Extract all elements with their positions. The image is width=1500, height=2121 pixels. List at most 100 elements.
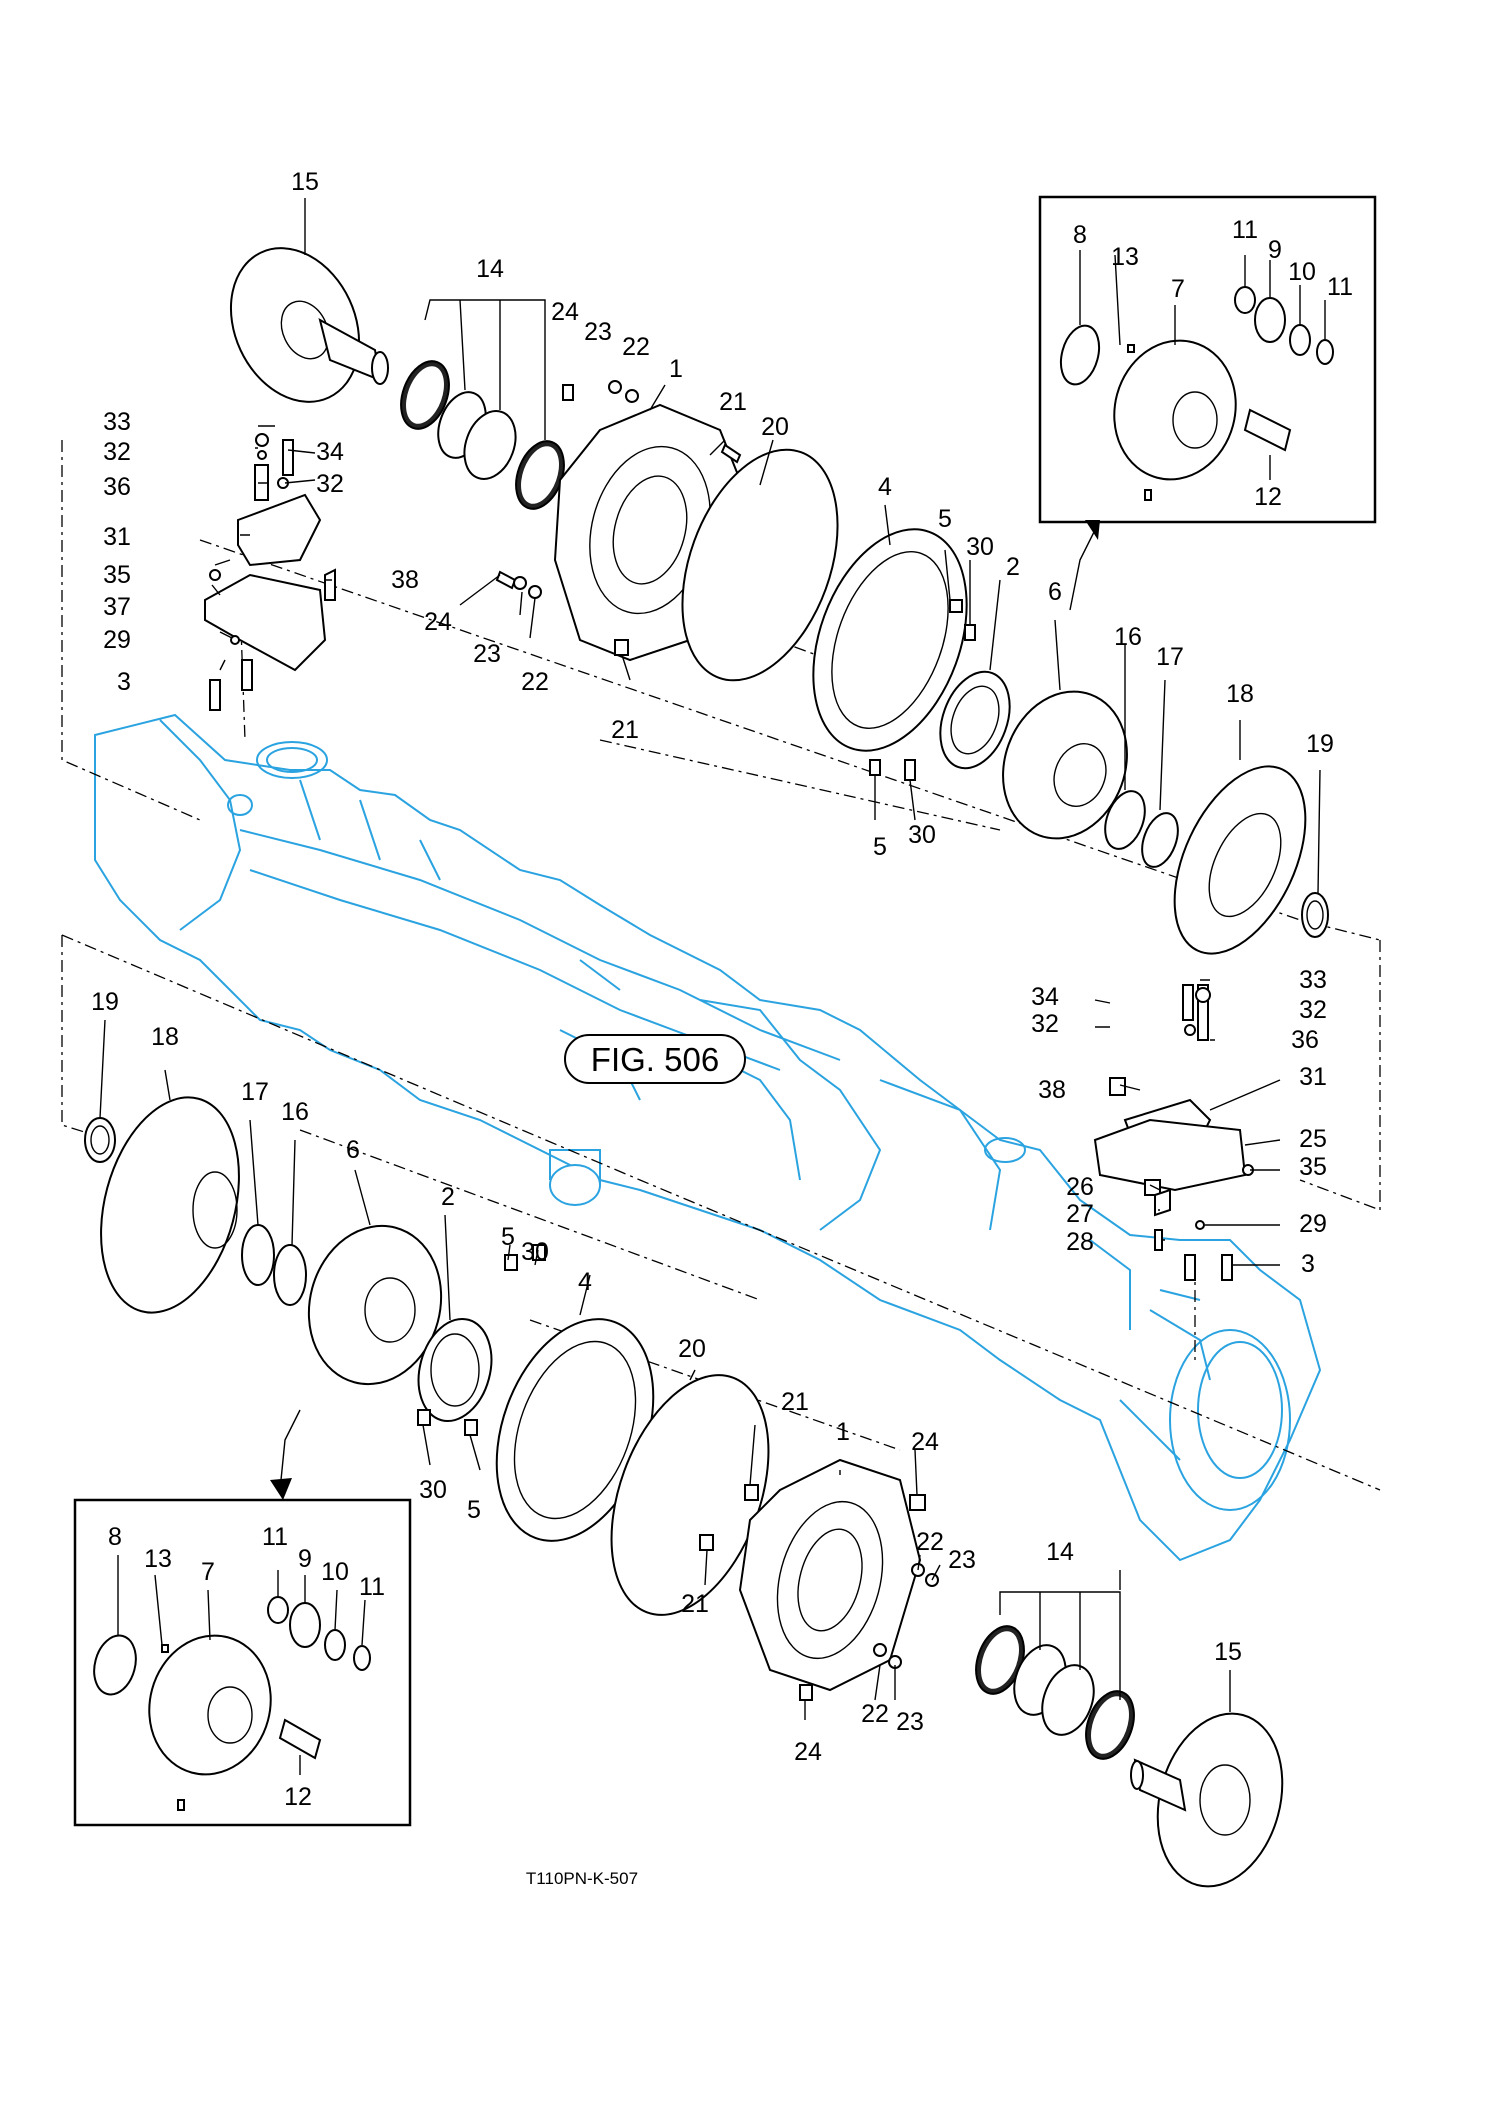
part-14-upper-seals	[400, 299, 565, 510]
callout: 33	[1299, 966, 1327, 994]
callout: 36	[1291, 1026, 1319, 1054]
part-19-upper-pinion-bearing	[1301, 892, 1329, 938]
callout: 5	[938, 505, 952, 533]
callout: 9	[298, 1545, 312, 1573]
part-20-upper-oring	[681, 448, 839, 682]
axle-housing	[94, 713, 1322, 1562]
callout: 21	[681, 1590, 709, 1618]
callout: 1	[836, 1418, 850, 1446]
callout: 11	[1327, 273, 1353, 301]
figure-reference: FIG. 506	[564, 1034, 746, 1084]
callout: 17	[241, 1078, 269, 1106]
part-18-lower-bevel-gear	[100, 1096, 240, 1314]
callout: 8	[108, 1523, 122, 1551]
callout: 18	[151, 1023, 179, 1051]
callout: 31	[103, 523, 131, 551]
callout: 16	[281, 1098, 309, 1126]
callout: 19	[1306, 730, 1334, 758]
callout: 19	[91, 988, 119, 1016]
part-16-17-upper-rings	[1104, 790, 1179, 868]
callout: 31	[1299, 1063, 1327, 1091]
callout: 30	[419, 1476, 447, 1504]
callout: 6	[1048, 578, 1062, 606]
part-15-lower	[1130, 1712, 1284, 1888]
callout: 17	[1156, 643, 1184, 671]
callout: 29	[1299, 1210, 1327, 1238]
callout: 14	[1046, 1538, 1074, 1566]
callout: 35	[1299, 1153, 1327, 1181]
callout: 22	[916, 1528, 944, 1556]
callout: 10	[1288, 258, 1316, 286]
callout: 2	[441, 1183, 455, 1211]
callout: 33	[103, 408, 131, 436]
callout: 4	[578, 1268, 592, 1296]
callout: 34	[1031, 983, 1059, 1011]
callout: 12	[284, 1783, 312, 1811]
callout: 16	[1114, 623, 1142, 651]
callout: 21	[781, 1388, 809, 1416]
callout: 21	[719, 388, 747, 416]
right-pivot-parts	[1093, 984, 1254, 1281]
callout: 32	[316, 470, 344, 498]
part-4-upper-ring-gear	[812, 528, 968, 752]
callout: 34	[316, 438, 344, 466]
callout: 32	[103, 438, 131, 466]
inset-box-upper	[1038, 195, 1377, 611]
callout: 26	[1066, 1173, 1094, 1201]
callout: 18	[1226, 680, 1254, 708]
callout: 24	[911, 1428, 939, 1456]
callout: 9	[1268, 236, 1282, 264]
leader-lines	[99, 198, 1326, 1775]
callout: 3	[1301, 1250, 1315, 1278]
callout: 32	[1299, 996, 1327, 1024]
callout: 10	[321, 1558, 349, 1586]
figure-reference-label: FIG. 506	[591, 1041, 719, 1078]
callout: 4	[878, 473, 892, 501]
callout: 6	[346, 1136, 360, 1164]
callout: 27	[1066, 1200, 1094, 1228]
callout: 15	[1214, 1638, 1242, 1666]
callout: 5	[873, 833, 887, 861]
part-6-lower-carrier	[307, 1224, 443, 1386]
callout: 32	[1031, 1010, 1059, 1038]
callout: 24	[424, 608, 452, 636]
callout: 14	[476, 255, 504, 283]
inset-box-lower	[73, 1409, 412, 1827]
callout: 30	[966, 533, 994, 561]
callout: 37	[103, 593, 131, 621]
callout: 20	[678, 1335, 706, 1363]
part-18-upper-bevel-gear	[1173, 765, 1307, 955]
part-15-upper	[229, 247, 389, 403]
callout: 12	[1254, 483, 1282, 511]
callout: 23	[584, 318, 612, 346]
callout: 30	[908, 821, 936, 849]
drawing-code: T110PN-K-507	[526, 1869, 638, 1888]
upper-left-pivot-parts	[204, 433, 336, 711]
callout: 29	[103, 626, 131, 654]
callout: 24	[794, 1738, 822, 1766]
part-2-lower-bearing	[417, 1317, 493, 1423]
callout: 7	[201, 1558, 215, 1586]
callout: 13	[1111, 243, 1139, 271]
callout: 23	[473, 640, 501, 668]
callout: 20	[761, 413, 789, 441]
callout: 8	[1073, 221, 1087, 249]
callout: 36	[103, 473, 131, 501]
callout: 23	[896, 1708, 924, 1736]
callout: 11	[1232, 216, 1258, 244]
part-14-lower-seals	[975, 1591, 1135, 1760]
callout: 13	[144, 1545, 172, 1573]
part-16-17-lower-rings	[241, 1224, 307, 1306]
callout: 1	[669, 355, 683, 383]
callout: 22	[861, 1700, 889, 1728]
callout: 2	[1006, 553, 1020, 581]
callout: 35	[103, 561, 131, 589]
part-1-lower-cover	[738, 1458, 922, 1692]
callout: 15	[291, 168, 319, 196]
callout: 24	[551, 298, 579, 326]
callout: 5	[467, 1496, 481, 1524]
callout: 25	[1299, 1125, 1327, 1153]
part-2-upper-bearing	[939, 670, 1011, 770]
callout: 11	[262, 1523, 288, 1551]
